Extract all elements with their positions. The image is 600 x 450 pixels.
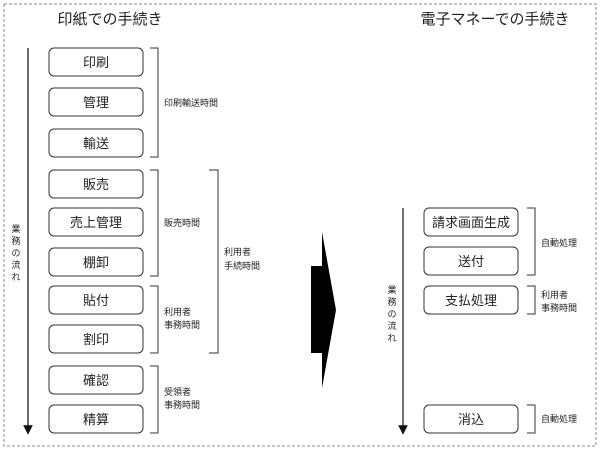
group-bracket bbox=[150, 47, 159, 158]
right-flow-label-char: 流 bbox=[387, 320, 396, 332]
left-step-box bbox=[48, 404, 144, 434]
outer-group-bracket bbox=[209, 169, 219, 354]
right-step-box bbox=[423, 404, 519, 434]
left-step-box bbox=[48, 324, 144, 354]
group-label: 事務時間 bbox=[164, 399, 200, 411]
outer-group-label: 手続時間 bbox=[224, 260, 260, 272]
left-groups bbox=[150, 47, 219, 434]
right-groups bbox=[527, 207, 536, 434]
left-step-label: 貼付 bbox=[83, 294, 109, 309]
group-label: 自動処理 bbox=[541, 413, 577, 425]
group-label: 受領者 bbox=[164, 386, 191, 398]
group-bracket bbox=[527, 285, 536, 315]
left-flow-label: 業 務 の 流 れ bbox=[11, 223, 20, 283]
right-flow-label-char: れ bbox=[387, 333, 396, 344]
left-step-label: 販売 bbox=[83, 177, 109, 193]
right-steps: 請求画面生成 送付 支払処理 消込 bbox=[423, 207, 519, 434]
right-step-label: 支払処理 bbox=[445, 294, 497, 309]
group-label: 自動処理 bbox=[541, 237, 577, 249]
right-step-label: 送付 bbox=[458, 255, 484, 270]
right-flow-label-char: の bbox=[387, 310, 396, 320]
right-flow-label-char: 業 bbox=[387, 284, 396, 296]
group-bracket bbox=[150, 169, 159, 277]
left-flow-label-char: の bbox=[11, 249, 20, 259]
group-bracket bbox=[150, 365, 159, 434]
left-step-label: 売上管理 bbox=[70, 215, 122, 231]
left-flow-label-char: 流 bbox=[11, 259, 20, 271]
group-label: 利用者 bbox=[541, 289, 568, 301]
right-step-box bbox=[423, 207, 519, 237]
left-step-box bbox=[48, 47, 144, 77]
outer-group-label: 利用者 bbox=[224, 246, 251, 258]
group-bracket bbox=[150, 285, 159, 354]
right-step-label: 消込 bbox=[458, 413, 484, 428]
group-label: 利用者 bbox=[164, 306, 191, 318]
left-steps: 印刷 管理 輸送 販売 売上管理 棚卸 貼付 割印 確認 精算 bbox=[48, 47, 144, 434]
left-step-label: 印刷 bbox=[83, 56, 109, 71]
outer-frame bbox=[3, 3, 597, 447]
left-step-label: 輸送 bbox=[83, 137, 109, 152]
left-step-box bbox=[48, 169, 144, 199]
left-step-label: 管理 bbox=[83, 96, 109, 111]
left-flow-label-char: れ bbox=[11, 272, 20, 283]
group-label: 事務時間 bbox=[164, 319, 200, 331]
right-step-box bbox=[423, 246, 519, 276]
left-step-box bbox=[48, 285, 144, 315]
left-group-labels: 印刷輸送時間 販売時間 利用者 事務時間 受領者 事務時間 利用者 手続時間 bbox=[164, 97, 260, 411]
group-label: 販売時間 bbox=[164, 217, 200, 229]
left-step-box bbox=[48, 87, 144, 117]
right-flow-label-char: 務 bbox=[387, 296, 396, 308]
right-flow-label: 業 務 の 流 れ bbox=[387, 284, 396, 344]
left-step-box bbox=[48, 207, 144, 237]
group-bracket bbox=[527, 404, 536, 434]
right-title: 電子マネーでの手続き bbox=[420, 10, 569, 28]
left-title: 印紙での手続き bbox=[57, 10, 162, 28]
left-step-box bbox=[48, 247, 144, 277]
left-flow-label-char: 業 bbox=[11, 223, 20, 235]
left-step-label: 棚卸 bbox=[83, 255, 109, 271]
left-step-label: 割印 bbox=[83, 332, 109, 348]
group-label: 印刷輸送時間 bbox=[164, 97, 218, 109]
right-step-box bbox=[423, 285, 519, 315]
left-step-label: 確認 bbox=[83, 373, 109, 389]
right-group-labels: 自動処理 利用者 事務時間 自動処理 bbox=[541, 237, 577, 425]
left-step-label: 精算 bbox=[83, 413, 109, 428]
transition-arrow bbox=[311, 232, 336, 388]
left-step-box bbox=[48, 128, 144, 158]
left-flow-label-char: 務 bbox=[11, 235, 20, 247]
left-step-box bbox=[48, 365, 144, 395]
group-bracket bbox=[527, 207, 536, 276]
right-step-label: 請求画面生成 bbox=[432, 216, 510, 231]
group-label: 事務時間 bbox=[541, 302, 577, 314]
